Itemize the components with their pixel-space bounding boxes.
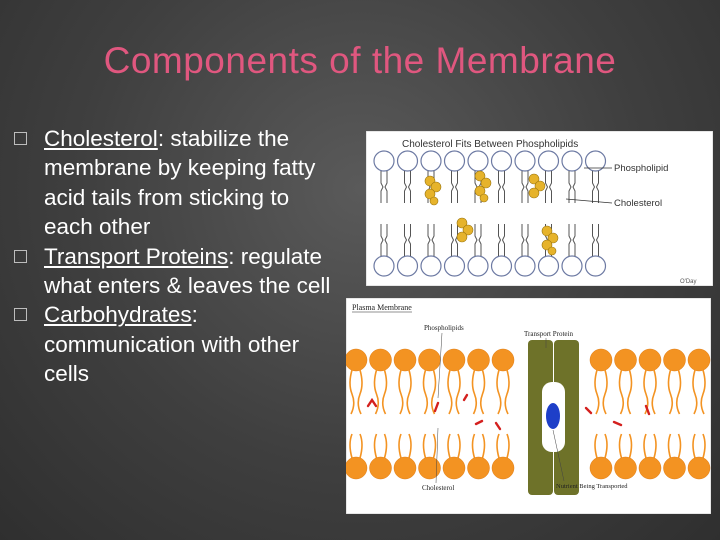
phospholipid-head	[369, 348, 392, 372]
phospholipid-head	[584, 255, 607, 277]
slide-title: Components of the Membrane	[103, 40, 617, 81]
transport-protein	[528, 340, 579, 495]
bullet-text: : communication with other cells	[44, 302, 300, 387]
phospholipid-head	[467, 150, 489, 172]
figure2-title: Plasma Membrane	[352, 303, 412, 312]
phospholipid-head	[638, 348, 662, 372]
label-phospholipids: Phospholipids	[424, 324, 464, 332]
label-cholesterol: Cholesterol	[614, 198, 662, 209]
phospholipid-head	[443, 150, 466, 172]
phospholipid-head	[514, 255, 536, 277]
phospholipid-head	[663, 456, 686, 480]
phospholipid-head	[418, 348, 441, 372]
label-cholesterol-2: Cholesterol	[422, 484, 454, 492]
phospholipid-head	[490, 150, 513, 172]
bullet-term: Cholesterol	[44, 126, 158, 151]
phospholipid-head	[491, 348, 515, 372]
figure1-credit: O'Day	[680, 279, 696, 285]
bullet-box-icon	[14, 249, 27, 263]
phospholipid-head	[589, 348, 613, 372]
phospholipid-head	[467, 456, 490, 480]
phospholipid-head	[687, 348, 711, 372]
bullet-item: Transport Proteins: regulate what enters…	[14, 242, 340, 301]
phospholipid-head	[663, 348, 686, 372]
phospholipid-head	[393, 348, 417, 372]
phospholipid-head	[514, 150, 536, 172]
phospholipid-head	[467, 348, 490, 372]
phospholipid-head	[490, 255, 513, 277]
phospholipid-head	[584, 150, 607, 172]
phospholipid-head	[443, 255, 466, 277]
phospholipid-head	[687, 456, 711, 480]
phospholipid-head	[396, 150, 419, 172]
bullet-item: Carbohydrates: communication with other …	[14, 300, 340, 388]
phospholipid-head	[638, 456, 662, 480]
bullet-term: Carbohydrates	[44, 302, 192, 328]
plasma-membrane-diagram: Plasma Membrane Phospholipids Transport …	[346, 298, 711, 514]
phospholipid-head	[614, 456, 637, 480]
phospholipid-head	[373, 255, 395, 277]
phospholipid-heads-bottom	[346, 456, 711, 480]
figure1-title: Cholesterol Fits Between Phospholipids	[402, 139, 578, 150]
phospholipid-head	[420, 150, 442, 172]
bullet-box-icon	[14, 308, 27, 322]
label-phospholipid: Phospholipid	[614, 163, 668, 174]
cholesterol-molecules	[424, 170, 559, 256]
bullet-box-icon	[14, 132, 27, 145]
nutrient-molecule	[546, 403, 560, 429]
phospholipid-head	[491, 456, 515, 480]
phospholipid-head	[396, 255, 419, 277]
phospholipid-head	[442, 456, 466, 480]
bullet-list: Cholesterol: stabilize the membrane by k…	[14, 124, 340, 389]
phospholipid-head	[537, 150, 560, 172]
phospholipid-head	[420, 255, 442, 277]
cholesterol-diagram: Cholesterol Fits Between Phospholipids P…	[366, 131, 713, 286]
bullet-item: Cholesterol: stabilize the membrane by k…	[14, 124, 340, 242]
phospholipid-head	[369, 456, 392, 480]
phospholipid-head	[346, 456, 368, 480]
phospholipid-heads-top	[346, 348, 711, 372]
label-transport-protein: Transport Protein	[524, 330, 573, 338]
phospholipid-head	[346, 348, 368, 372]
phospholipid-head	[418, 456, 441, 480]
cholesterol-molecules	[366, 393, 651, 431]
bullet-text: : regulate what enters & leaves the cell	[44, 243, 331, 299]
bullet-text: : stabilize the membrane by keeping fatt…	[44, 126, 316, 240]
phospholipid-head	[373, 150, 395, 172]
label-nutrient: Nutrient Being Transported	[556, 483, 628, 490]
phospholipid-head	[614, 348, 637, 372]
phospholipid-head	[537, 255, 560, 277]
phospholipid-head	[442, 348, 466, 372]
phospholipid-head	[393, 456, 417, 480]
phospholipid-head	[467, 255, 489, 277]
bullet-term: Transport Proteins	[44, 243, 229, 269]
phospholipid-head	[561, 255, 583, 277]
phospholipid-head	[561, 150, 583, 172]
phospholipid-head	[589, 456, 613, 480]
